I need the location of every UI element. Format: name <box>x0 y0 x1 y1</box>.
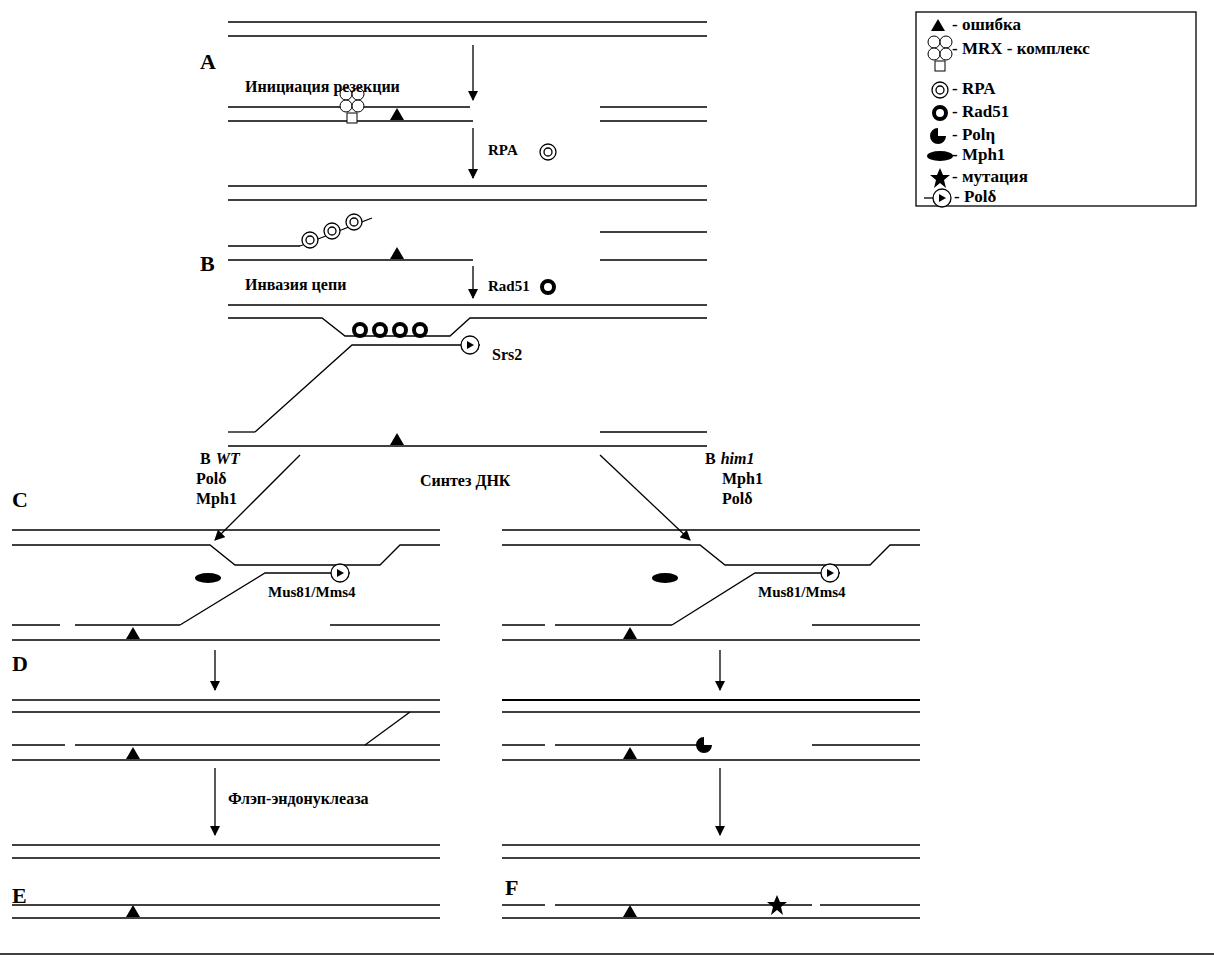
label: Mus81/Mms4 <box>268 584 356 601</box>
legend-text: - RPA <box>952 80 996 99</box>
label: Mph1 <box>196 490 237 508</box>
label: him1 <box>721 450 755 468</box>
label: Srs2 <box>492 346 522 364</box>
label: RPA <box>488 142 518 159</box>
label: Polδ <box>722 490 753 508</box>
label: Polδ <box>196 470 227 488</box>
label: Синтез ДНК <box>420 472 510 490</box>
label: Mph1 <box>722 470 763 488</box>
panel-letter: A <box>200 50 216 74</box>
label: Инициация резекции <box>245 78 400 96</box>
label: Rad51 <box>488 278 530 295</box>
panel-letter: B <box>200 252 215 276</box>
label: Флэп-эндонуклеаза <box>228 790 369 808</box>
label: В <box>200 450 211 468</box>
legend-text: - MRX - комплекс <box>952 40 1090 59</box>
legend-text: - мутация <box>952 168 1028 187</box>
panel-letter: E <box>12 884 27 908</box>
panel-letter: C <box>12 488 28 512</box>
label: В <box>705 450 716 468</box>
legend-text: - Polη <box>952 126 995 145</box>
legend-text: - ошибка <box>952 16 1021 35</box>
label: Инвазия цепи <box>245 276 346 294</box>
label: Mus81/Mms4 <box>758 584 846 601</box>
panel-letter: D <box>12 652 28 676</box>
label: WT <box>216 450 240 468</box>
legend-text: - Rad51 <box>952 103 1009 122</box>
legend-text: - Mph1 <box>952 146 1005 165</box>
panel-letter: F <box>505 876 518 900</box>
legend-text: - Polδ <box>954 188 996 207</box>
